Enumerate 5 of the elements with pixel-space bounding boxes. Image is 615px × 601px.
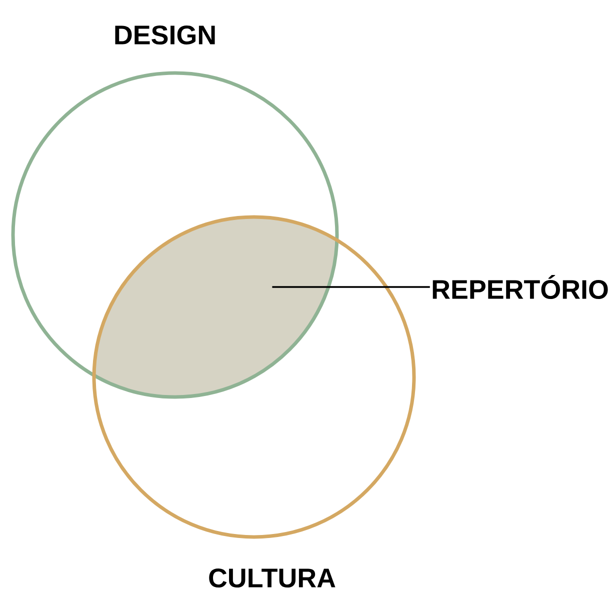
circle-title: DESIGN — [115, 25, 215, 45]
term-label: REPERTÓRIO — [432, 274, 608, 300]
circle-title: CULTURA — [209, 568, 336, 588]
overlap-area — [94, 217, 337, 397]
leader-line — [272, 286, 430, 288]
